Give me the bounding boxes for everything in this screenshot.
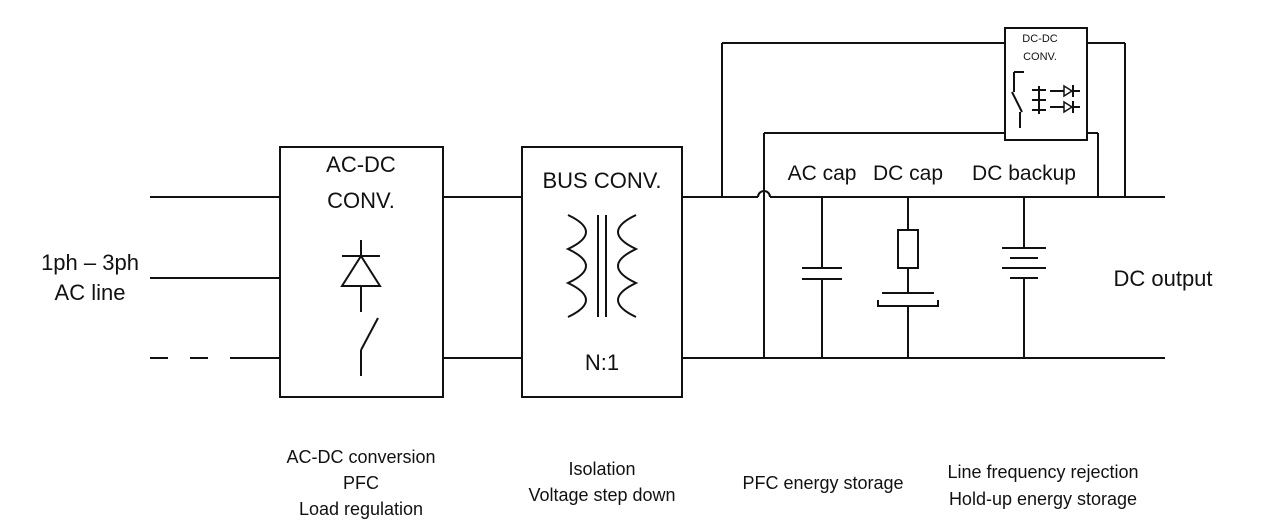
bus-ratio: N:1 <box>585 350 619 375</box>
switch-icon <box>360 317 379 376</box>
caption-linefreq: Line frequency rejection Hold-up energy … <box>947 462 1138 509</box>
dcdc-converter-block: DC-DC CONV. <box>1004 27 1088 141</box>
input-label-line2: AC line <box>55 280 126 305</box>
acdc-converter-block: AC-DC CONV. <box>279 146 444 398</box>
caption-linefreq-line2: Hold-up energy storage <box>949 489 1137 509</box>
diode-icon <box>340 240 382 312</box>
input-label-line1: 1ph – 3ph <box>41 250 139 275</box>
caption-pfc-line1: PFC energy storage <box>742 473 903 493</box>
dcdc-transformer-icon <box>1032 86 1046 114</box>
acdc-title-line2: CONV. <box>327 188 395 213</box>
acdc-title-line1: AC-DC <box>326 152 396 177</box>
caption-pfc: PFC energy storage <box>742 473 903 493</box>
caption-acdc-line1: AC-DC conversion <box>286 447 435 467</box>
caption-acdc-line3: Load regulation <box>299 499 423 519</box>
caption-linefreq-line1: Line frequency rejection <box>947 462 1138 482</box>
transformer-icon <box>565 214 639 318</box>
output-rails <box>682 42 1165 359</box>
dc-backup-label: DC backup <box>972 162 1076 185</box>
ac-cap-label: AC cap <box>788 162 857 185</box>
dc-cap-label: DC cap <box>873 162 943 185</box>
dcdc-title-line2: CONV. <box>1023 51 1057 63</box>
bus-converter-block: BUS CONV. N:1 <box>521 146 683 398</box>
battery-icon <box>1002 197 1046 358</box>
bus-title: BUS CONV. <box>542 168 661 193</box>
dcdc-title-line1: DC-DC <box>1022 33 1057 45</box>
input-wires <box>150 196 280 359</box>
dc-output-label: DC output <box>1113 266 1212 291</box>
caption-acdc-line2: PFC <box>343 473 379 493</box>
caption-bus-line1: Isolation <box>568 459 635 479</box>
caption-acdc: AC-DC conversion PFC Load regulation <box>286 447 435 519</box>
dcdc-switch-icon <box>1011 71 1024 128</box>
ac-capacitor-icon <box>802 197 842 358</box>
dc-capacitor-icon <box>877 197 939 358</box>
dcdc-diodes-icon <box>1050 84 1080 114</box>
caption-bus: Isolation Voltage step down <box>528 459 675 505</box>
caption-bus-line2: Voltage step down <box>528 485 675 505</box>
